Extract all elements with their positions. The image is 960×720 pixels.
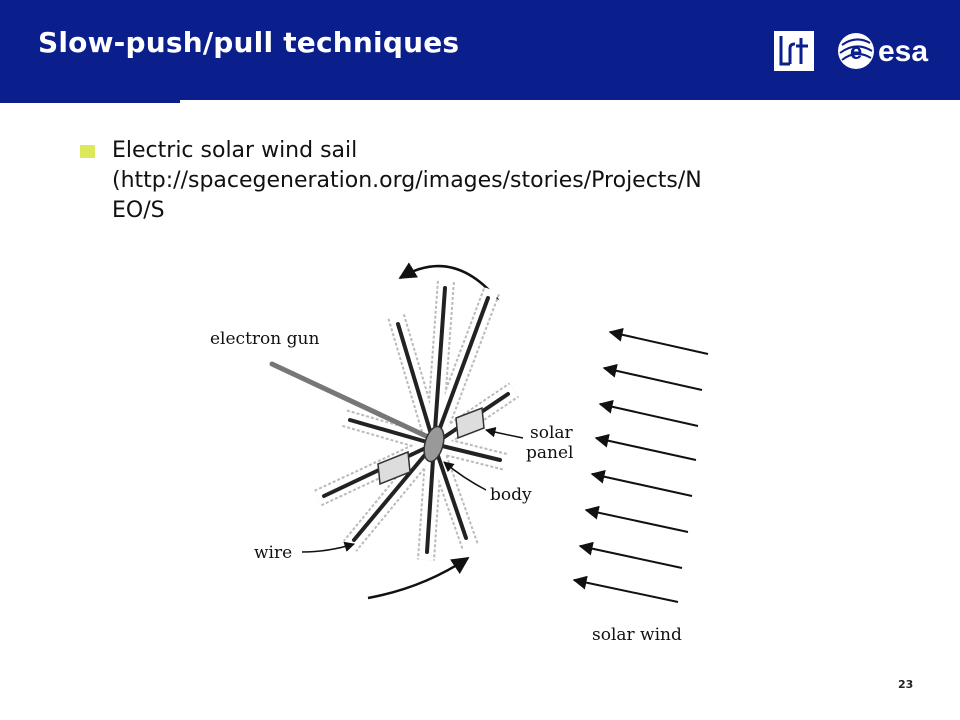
header-underline: [0, 100, 180, 103]
lrt-logo: [773, 30, 815, 72]
solar-panel-left: [377, 450, 411, 486]
bullet-line-3: EO/S: [112, 198, 165, 223]
slide-title: Slow-push/pull techniques: [38, 26, 460, 59]
label-electron-gun: electron gun: [210, 329, 319, 349]
label-body: body: [490, 485, 532, 505]
bullet-line-2: (http://spacegeneration.org/images/stori…: [112, 168, 702, 193]
label-wire: wire: [254, 543, 292, 563]
label-solar-wind: solar wind: [592, 625, 682, 645]
label-panel: panel: [526, 443, 573, 463]
label-solar: solar: [530, 423, 574, 443]
solar-panel-right: [455, 406, 485, 440]
page-number: 23: [898, 678, 914, 691]
rotation-arrow-bottom: [367, 556, 470, 600]
esa-logo: e esa: [836, 29, 948, 73]
spacecraft-body: [423, 425, 445, 463]
solar-panel-pointer: [484, 427, 524, 439]
solar-wind-arrows: [572, 327, 709, 603]
electron-gun-beam: [269, 361, 429, 439]
esa-logo-text: esa: [878, 35, 928, 68]
esail-figure: electron gun solar panel body wire solar…: [168, 228, 728, 670]
slide-header: Slow-push/pull techniques e esa: [0, 0, 960, 100]
bullet-text: Electric solar wind sail (http://spacege…: [112, 136, 842, 226]
bullet-marker: [80, 145, 95, 158]
bullet-line-1: Electric solar wind sail: [112, 138, 358, 163]
body-pointer: [443, 461, 487, 491]
svg-text:e: e: [850, 39, 862, 64]
wires: [314, 279, 520, 561]
wire-pointer: [301, 541, 356, 553]
